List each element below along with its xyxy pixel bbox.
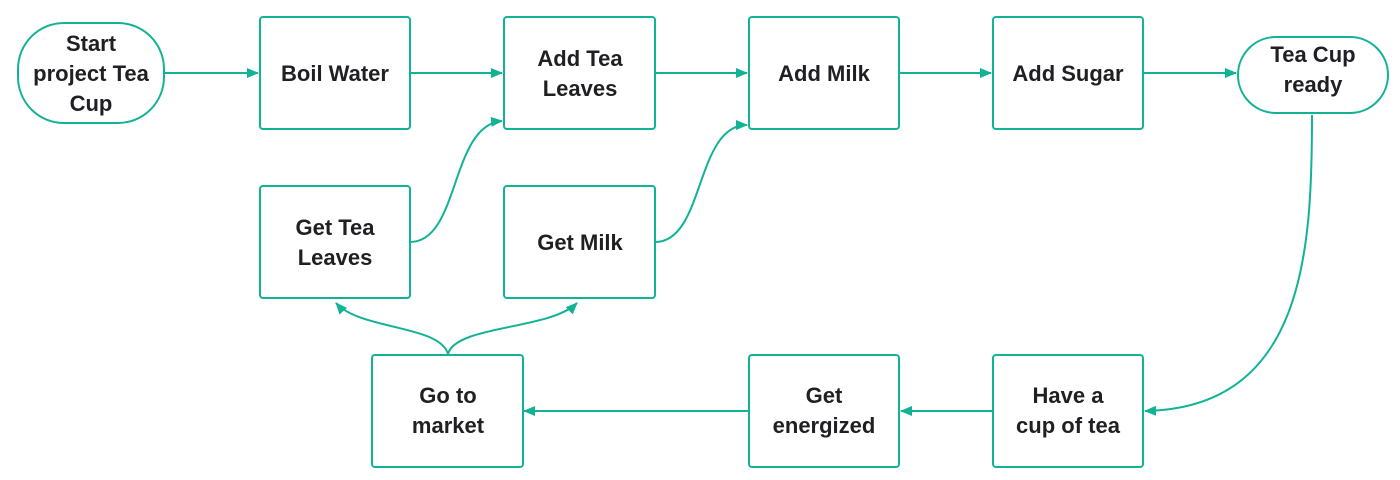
edge-go-to-market-to-get-milk (447, 302, 578, 355)
node-get-milk[interactable]: Get Milk (503, 185, 656, 299)
node-label: Add Milk (778, 61, 870, 86)
node-label-line: Start (66, 31, 117, 56)
terminal-shape (1237, 36, 1389, 114)
process-box (992, 16, 1144, 130)
process-box (992, 354, 1144, 468)
node-label: Go to market (412, 383, 485, 438)
node-label-line: cup of tea (1016, 413, 1121, 438)
node-label-line: Go to (419, 383, 476, 408)
node-label-line: Add Milk (778, 61, 870, 86)
node-tea-cup-ready[interactable]: Tea Cup ready (1237, 36, 1389, 114)
process-box (259, 16, 411, 130)
edge-tea-cup-ready-to-have-cup-of-tea (1144, 114, 1313, 416)
node-label-line: Get Tea (295, 215, 375, 240)
node-label-line: Get Milk (537, 230, 623, 255)
node-label-line: Have a (1033, 383, 1105, 408)
node-label: Boil Water (281, 61, 389, 86)
node-label-line: Leaves (298, 245, 373, 270)
node-label-line: Boil Water (281, 61, 389, 86)
node-get-energized[interactable]: Get energized (748, 354, 900, 468)
node-label: Tea Cup ready (1270, 42, 1355, 97)
node-label-line: energized (773, 413, 876, 438)
edge-get-milk-to-add-milk (654, 120, 748, 243)
node-label: Get energized (773, 383, 876, 438)
node-label-line: Leaves (543, 76, 618, 101)
node-label: Get Milk (537, 230, 623, 255)
node-label-line: Add Sugar (1012, 61, 1124, 86)
edges-layer (164, 68, 1313, 416)
process-box (503, 185, 656, 299)
terminal-shape (17, 22, 165, 124)
node-label: Add Sugar (1012, 61, 1124, 86)
process-box (371, 354, 524, 468)
node-add-sugar[interactable]: Add Sugar (992, 16, 1144, 130)
node-add-milk[interactable]: Add Milk (748, 16, 900, 130)
node-label-line: Get (806, 383, 843, 408)
node-go-to-market[interactable]: Go to market (371, 354, 524, 468)
process-box (503, 16, 656, 130)
node-boil-water[interactable]: Boil Water (259, 16, 411, 130)
process-box (259, 185, 411, 299)
node-label-line: project Tea (33, 61, 150, 86)
node-have-cup-of-tea[interactable]: Have a cup of tea (992, 354, 1144, 468)
node-label-line: Cup (70, 91, 113, 116)
process-box (748, 354, 900, 468)
node-label: Have a cup of tea (1016, 383, 1121, 438)
node-label-line: Add Tea (537, 46, 623, 71)
node-label-line: Tea Cup (1270, 42, 1355, 67)
node-label-line: ready (1284, 72, 1343, 97)
edge-get-tea-leaves-to-add-tea-leaves (409, 116, 503, 243)
edge-go-to-market-to-get-tea-leaves (335, 302, 449, 355)
process-box (748, 16, 900, 130)
node-label-line: market (412, 413, 485, 438)
